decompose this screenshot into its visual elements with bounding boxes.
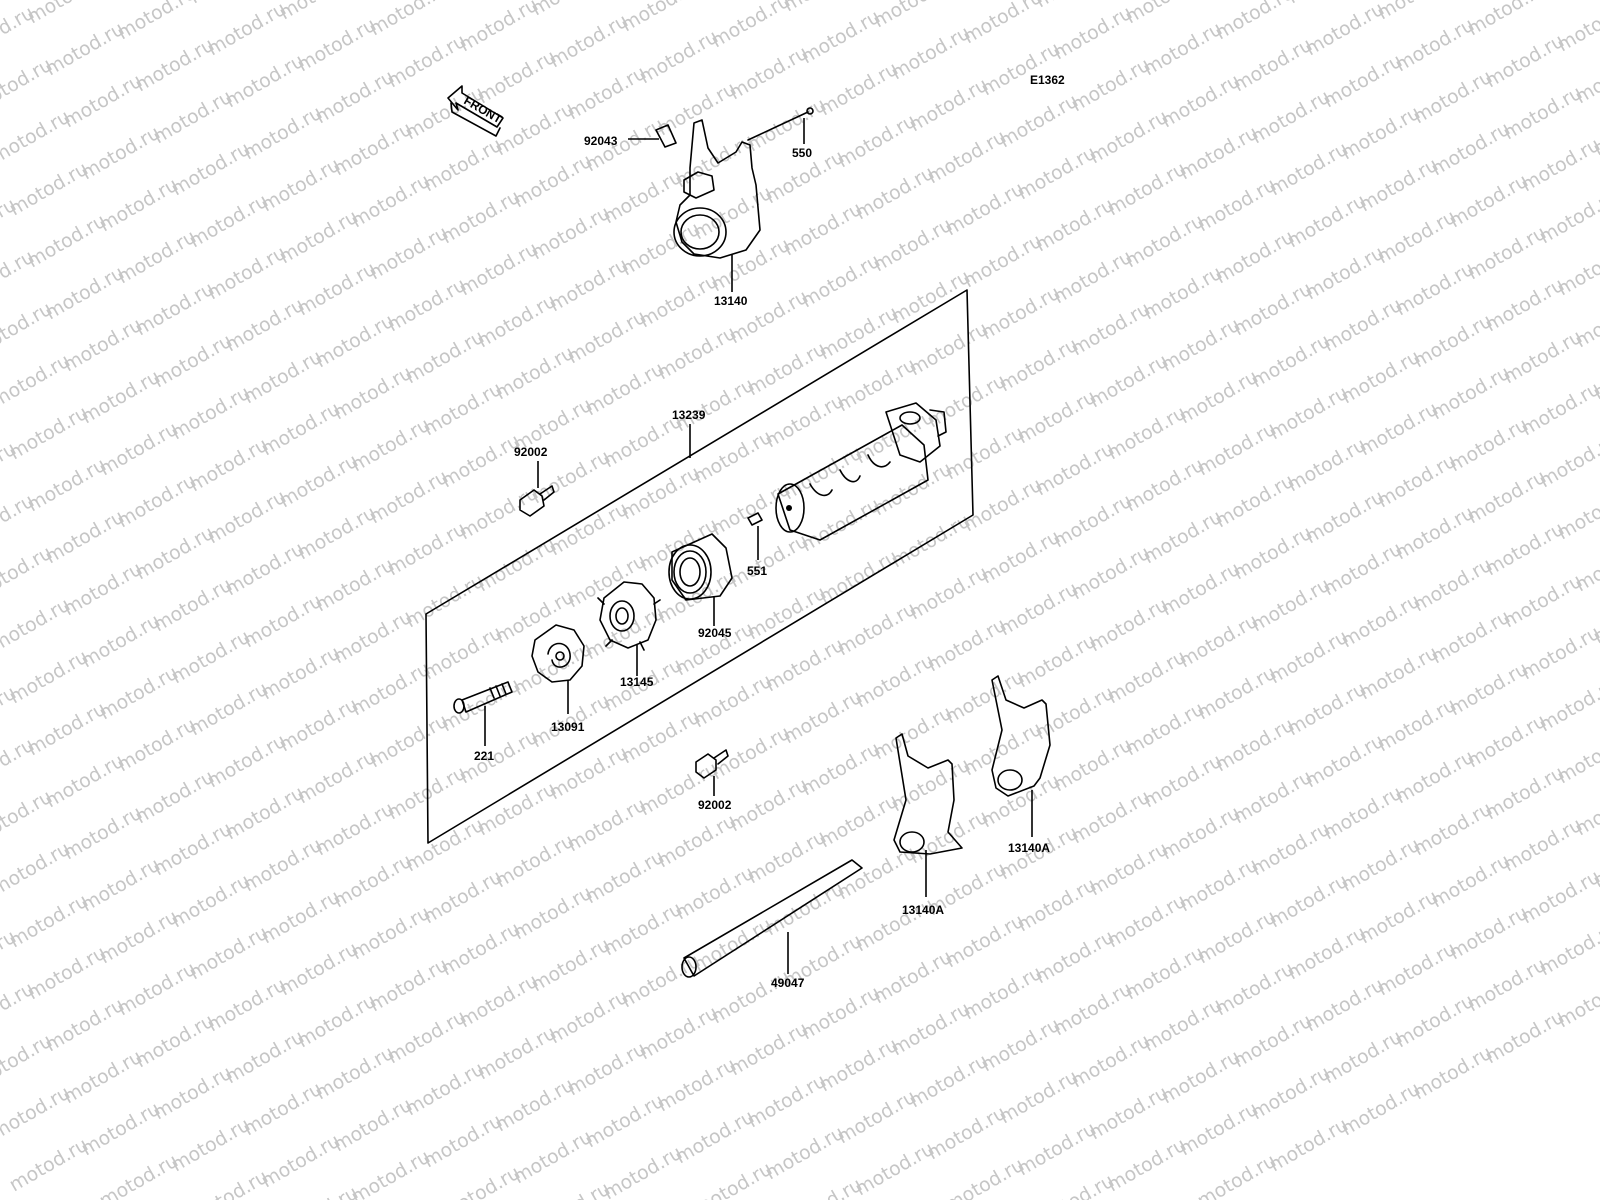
part-551-pin bbox=[747, 512, 763, 560]
watermark-text: motod.ru bbox=[1554, 726, 1600, 789]
diagram-code: E1362 bbox=[1030, 73, 1065, 87]
watermark-text: motod.ru bbox=[1518, 378, 1600, 441]
part-550-cotter-pin bbox=[747, 107, 814, 144]
watermark-text: motod.ru bbox=[960, 0, 1046, 48]
part-92002-bolt-upper bbox=[519, 461, 555, 517]
watermark-text: motod.ru bbox=[186, 1166, 272, 1200]
part-49047-shaft bbox=[681, 859, 863, 978]
part-13140A-fork-right bbox=[991, 675, 1051, 837]
part-13091-plate bbox=[531, 624, 585, 714]
part-92045-bearing bbox=[668, 533, 733, 626]
part-labels: 92043 550 13140 13239 92002 551 92045 13… bbox=[474, 134, 1050, 990]
watermark-text: motod.ru bbox=[1122, 0, 1208, 28]
watermark-text: motod.ru bbox=[1536, 674, 1600, 737]
label-92045: 92045 bbox=[698, 626, 732, 640]
watermark-text: motod.ru bbox=[366, 0, 452, 40]
label-13140A-left: 13140A bbox=[902, 903, 944, 917]
label-13239: 13239 bbox=[672, 408, 706, 422]
part-13140-shift-fork bbox=[673, 119, 761, 292]
watermark-text: motod.ru bbox=[1374, 0, 1460, 24]
watermark-text: motod.ru bbox=[1536, 0, 1600, 4]
watermark-text: motod.ru bbox=[24, 0, 110, 28]
label-221: 221 bbox=[474, 749, 494, 763]
part-92043-pin bbox=[628, 124, 677, 148]
watermark-text: motod.ru bbox=[456, 0, 542, 56]
watermark-text: motod.ru bbox=[1032, 1170, 1118, 1200]
watermark-text: motod.ru bbox=[1518, 134, 1600, 197]
part-221-screw bbox=[453, 681, 513, 746]
watermark-text: motod.ru bbox=[1464, 0, 1550, 40]
watermark-text: motod.ru bbox=[1554, 482, 1600, 545]
watermark-text: motod.ru bbox=[870, 0, 956, 32]
label-550: 550 bbox=[792, 146, 812, 160]
assembly-box-13239 bbox=[425, 289, 974, 844]
watermark-text: motod.ru bbox=[708, 0, 794, 52]
label-551: 551 bbox=[747, 564, 767, 578]
label-49047: 49047 bbox=[771, 976, 805, 990]
part-92002-bolt-lower bbox=[695, 749, 729, 796]
watermark-text: motod.ru bbox=[1536, 430, 1600, 493]
part-13145-drum-holder bbox=[597, 581, 661, 676]
watermark-text: motod.ru bbox=[114, 0, 200, 44]
watermark-text: motod.ru bbox=[780, 0, 866, 16]
watermark-text: motod.ru bbox=[618, 0, 704, 36]
label-13140: 13140 bbox=[714, 294, 748, 308]
watermark-text: motod.ru bbox=[1518, 622, 1600, 685]
label-13091: 13091 bbox=[551, 720, 585, 734]
label-92002-lower: 92002 bbox=[698, 798, 732, 812]
watermark-text: motod.ru bbox=[780, 1174, 866, 1200]
watermark-text: motod.ru bbox=[1536, 186, 1600, 249]
watermark-text: motod.ru bbox=[1536, 918, 1600, 981]
label-13140A-right: 13140A bbox=[1008, 841, 1050, 855]
watermark-text: motod.ru bbox=[1518, 866, 1600, 929]
watermark-text: motod.ru bbox=[1554, 0, 1600, 56]
watermark-text: motod.ru bbox=[276, 0, 362, 24]
label-13145: 13145 bbox=[620, 675, 654, 689]
watermark-text: motod.ru bbox=[1032, 0, 1118, 12]
watermark-text: motod.ru bbox=[1554, 238, 1600, 301]
part-13140A-fork-left bbox=[893, 733, 963, 897]
watermark-text: motod.ru bbox=[528, 0, 614, 20]
watermark-text: motod.ru bbox=[1212, 0, 1298, 44]
label-92002-upper: 92002 bbox=[514, 445, 548, 459]
part-13239-shift-drum bbox=[689, 402, 947, 541]
watermark-text: motod.ru bbox=[438, 0, 524, 4]
watermark-text: motod.ru bbox=[186, 0, 272, 8]
watermark-text: motod.ru bbox=[1284, 0, 1370, 8]
watermark-text: motod.ru bbox=[1554, 970, 1600, 1033]
label-92043: 92043 bbox=[584, 134, 618, 148]
